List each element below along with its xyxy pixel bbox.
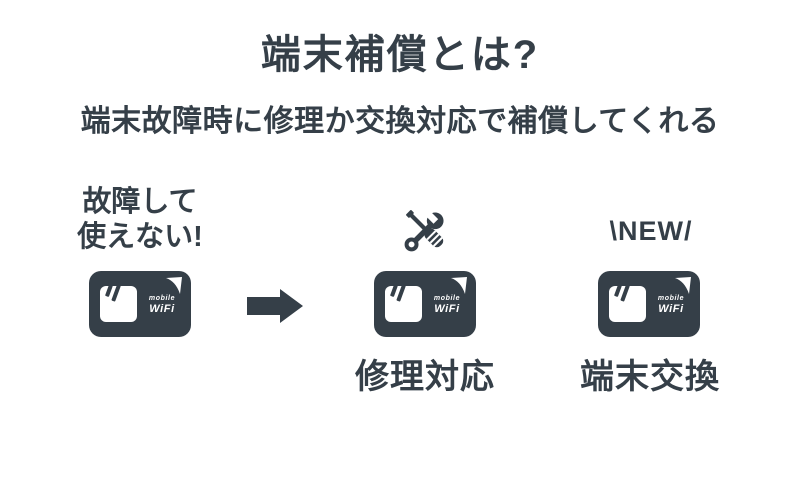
device-screen bbox=[385, 286, 422, 322]
folded-corner-icon bbox=[451, 277, 467, 294]
screen-shine-mark bbox=[105, 286, 113, 297]
repair-tools-icon bbox=[404, 208, 444, 252]
device-brand-line1: mobile bbox=[148, 295, 176, 302]
screen-shine-mark bbox=[614, 286, 622, 297]
device-brand-line2: WiFi bbox=[434, 303, 460, 316]
repair-label: 修理対応 bbox=[355, 358, 495, 396]
page-title: 端末補償とは? bbox=[260, 33, 540, 77]
broken-caption-line2: 使えない! bbox=[77, 220, 203, 253]
subtitle: 端末故障時に修理か交換対応で補償してくれる bbox=[80, 105, 720, 138]
mobile-wifi-device-icon: mobile WiFi bbox=[374, 271, 476, 337]
device-screen bbox=[100, 286, 137, 322]
device-screen bbox=[609, 286, 646, 322]
device-brand-line2: WiFi bbox=[149, 303, 175, 316]
mobile-wifi-device-icon: mobile WiFi bbox=[89, 271, 191, 337]
right-arrow-icon bbox=[247, 289, 303, 323]
mobile-wifi-device-icon: mobile WiFi bbox=[598, 271, 700, 337]
device-brand-line1: mobile bbox=[433, 295, 461, 302]
device-brand-line2: WiFi bbox=[658, 303, 684, 316]
device-brand: mobile WiFi bbox=[648, 295, 694, 316]
device-brand: mobile WiFi bbox=[139, 295, 185, 316]
screen-shine-mark bbox=[111, 286, 121, 302]
new-badge: \NEW/ bbox=[609, 216, 693, 246]
screen-shine-mark bbox=[620, 286, 630, 302]
device-brand: mobile WiFi bbox=[424, 295, 470, 316]
screen-shine-mark bbox=[396, 286, 406, 302]
exchange-label: 端末交換 bbox=[580, 358, 720, 396]
screen-shine-mark bbox=[390, 286, 398, 297]
device-brand-line1: mobile bbox=[657, 295, 685, 302]
broken-caption-line1: 故障して bbox=[82, 186, 198, 218]
folded-corner-icon bbox=[166, 277, 182, 294]
broken-caption: 故障して 使えない! bbox=[40, 185, 240, 255]
folded-corner-icon bbox=[675, 277, 691, 294]
